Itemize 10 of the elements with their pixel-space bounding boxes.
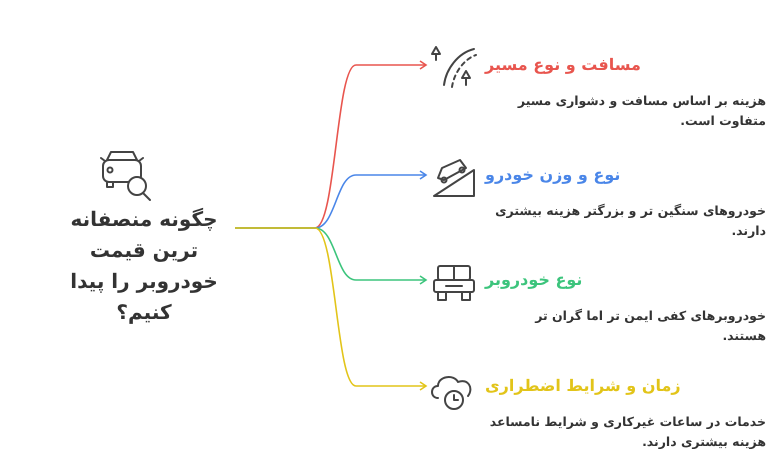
heading: مسافت و نوع مسیر	[485, 55, 641, 74]
description: خدمات در ساعات غیرکاری و شرایط نامساعد هزینه بیشتری دارند.	[488, 413, 766, 451]
heading: نوع خودروبر	[485, 270, 582, 289]
arrow	[235, 227, 427, 391]
title-text: چگونه منصفانه ترین قیمت خودروبر را پیدا کنیم؟	[69, 206, 219, 326]
description: خودروبرهای کفی ایمن تر اما گران تر هستند.	[534, 307, 766, 345]
heading: زمان و شرایط اضطراری	[485, 376, 681, 395]
description: خودروهای سنگین تر و بزرگتر هزینه بیشتری دارند.	[494, 202, 766, 240]
description: هزینه بر اساس مسافت و دشواری مسیر متفاوت است.	[516, 92, 766, 130]
heading: نوع و وزن خودرو	[485, 165, 620, 184]
